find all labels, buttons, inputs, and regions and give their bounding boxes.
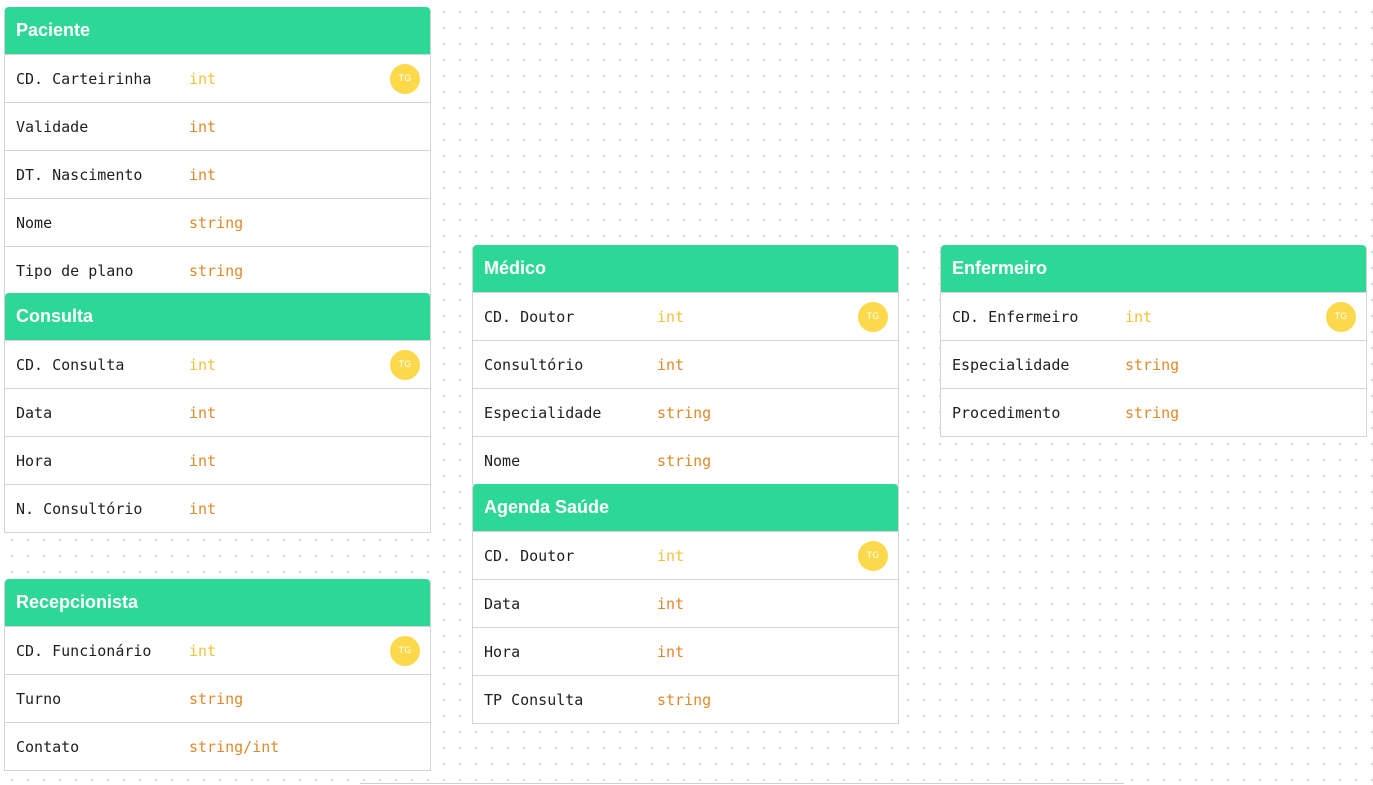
table-row[interactable]: DT. Nascimento int [5, 150, 430, 198]
key-badge-icon: TG [390, 64, 420, 94]
table-header[interactable]: Paciente [5, 7, 430, 54]
field-name: Especialidade [484, 403, 602, 422]
field-type: string [189, 689, 244, 708]
table-row[interactable]: Data int [5, 388, 430, 436]
field-name: CD. Carteirinha [16, 69, 152, 88]
field-type: int [189, 403, 217, 422]
table-row[interactable]: CD. Enfermeiro int TG [941, 292, 1366, 340]
table-row[interactable]: Especialidade string [941, 340, 1366, 388]
table-row[interactable]: Validade int [5, 102, 430, 150]
table-row[interactable]: Procedimento string [941, 388, 1366, 436]
field-type: int [657, 642, 685, 661]
field-name: DT. Nascimento [16, 165, 143, 184]
field-type: int [189, 117, 217, 136]
field-name: Procedimento [952, 403, 1061, 422]
table-row[interactable]: Hora int [5, 436, 430, 484]
field-type: string [189, 261, 244, 280]
table-row[interactable]: TP Consulta string [473, 675, 898, 723]
field-name: Contato [16, 737, 80, 756]
field-name: CD. Consulta [16, 355, 125, 374]
table-recepcionista[interactable]: Recepcionista CD. Funcionário int TG Tur… [4, 579, 431, 771]
field-name: Turno [16, 689, 62, 708]
field-name: Consultório [484, 355, 584, 374]
field-name: CD. Enfermeiro [952, 307, 1079, 326]
field-type: string [189, 213, 244, 232]
table-row[interactable]: Contato string/int [5, 722, 430, 770]
field-name: Nome [484, 451, 521, 470]
table-medico[interactable]: Médico CD. Doutor int TG Consultório int… [472, 245, 899, 485]
table-title: Enfermeiro [952, 258, 1048, 278]
field-type: int [657, 594, 685, 613]
field-name: Tipo de plano [16, 261, 134, 280]
table-header[interactable]: Recepcionista [5, 579, 430, 626]
table-header[interactable]: Agenda Saúde [473, 484, 898, 531]
table-row[interactable]: Data int [473, 579, 898, 627]
table-header[interactable]: Enfermeiro [941, 245, 1366, 292]
field-type: int [657, 307, 685, 326]
field-type: int [189, 69, 217, 88]
table-title: Médico [484, 258, 547, 278]
field-name: Hora [16, 451, 53, 470]
field-name: CD. Doutor [484, 307, 575, 326]
field-name: Validade [16, 117, 89, 136]
field-name: Nome [16, 213, 53, 232]
table-consulta[interactable]: Consulta CD. Consulta int TG Data int Ho… [4, 293, 431, 533]
table-title: Recepcionista [16, 592, 139, 612]
table-row[interactable]: CD. Funcionário int TG [5, 626, 430, 674]
field-type: string [657, 690, 712, 709]
table-row[interactable]: Turno string [5, 674, 430, 722]
field-type: int [189, 451, 217, 470]
key-badge-icon: TG [1326, 302, 1356, 332]
field-type: int [189, 641, 217, 660]
table-title: Consulta [16, 306, 94, 326]
key-badge-icon: TG [390, 350, 420, 380]
field-name: N. Consultório [16, 499, 143, 518]
field-name: TP Consulta [484, 690, 584, 709]
table-header[interactable]: Consulta [5, 293, 430, 340]
key-badge-icon: TG [858, 541, 888, 571]
table-row[interactable]: Nome string [5, 198, 430, 246]
table-paciente[interactable]: Paciente CD. Carteirinha int TG Validade… [4, 7, 431, 295]
table-row[interactable]: CD. Consulta int TG [5, 340, 430, 388]
field-type: int [1125, 307, 1153, 326]
table-row[interactable]: Hora int [473, 627, 898, 675]
table-title: Agenda Saúde [484, 497, 610, 517]
field-type: string/int [189, 737, 280, 756]
table-header[interactable]: Médico [473, 245, 898, 292]
table-row[interactable]: Especialidade string [473, 388, 898, 436]
table-row[interactable]: CD. Carteirinha int TG [5, 54, 430, 102]
field-type: int [189, 499, 217, 518]
field-type: int [189, 355, 217, 374]
field-name: CD. Funcionário [16, 641, 152, 660]
field-type: string [1125, 355, 1180, 374]
table-row[interactable]: Consultório int [473, 340, 898, 388]
table-enfermeiro[interactable]: Enfermeiro CD. Enfermeiro int TG Especia… [940, 245, 1367, 437]
field-type: int [657, 355, 685, 374]
field-type: int [657, 546, 685, 565]
table-title: Paciente [16, 20, 91, 40]
table-row[interactable]: N. Consultório int [5, 484, 430, 532]
field-name: Especialidade [952, 355, 1070, 374]
table-row[interactable]: Tipo de plano string [5, 246, 430, 294]
field-name: CD. Doutor [484, 546, 575, 565]
field-name: Data [484, 594, 521, 613]
key-badge-icon: TG [390, 636, 420, 666]
table-row[interactable]: CD. Doutor int TG [473, 292, 898, 340]
field-name: Data [16, 403, 53, 422]
table-row[interactable]: CD. Doutor int TG [473, 531, 898, 579]
field-type: int [189, 165, 217, 184]
scrollbar-track [360, 783, 1124, 784]
key-badge-icon: TG [858, 302, 888, 332]
field-type: string [657, 403, 712, 422]
table-row[interactable]: Nome string [473, 436, 898, 484]
field-type: string [657, 451, 712, 470]
table-agenda-saude[interactable]: Agenda Saúde CD. Doutor int TG Data int … [472, 484, 899, 724]
field-type: string [1125, 403, 1180, 422]
field-name: Hora [484, 642, 521, 661]
